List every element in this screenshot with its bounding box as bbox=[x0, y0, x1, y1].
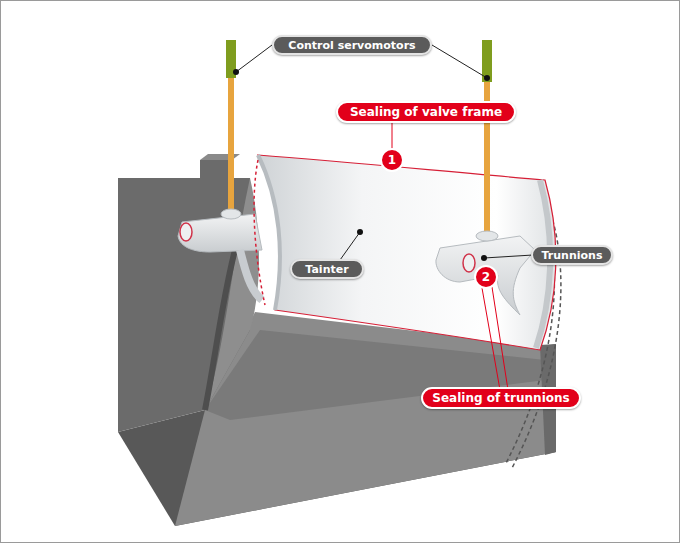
trunnions-label: Trunnions bbox=[531, 245, 613, 265]
sealing-frame-label: Sealing of valve frame bbox=[336, 101, 516, 123]
sealing-trunnions-label: Sealing of trunnions bbox=[421, 387, 581, 409]
tainter-label: Tainter bbox=[290, 259, 364, 279]
servomotor-label: Control servomotors bbox=[272, 35, 432, 55]
label-text: Tainter bbox=[305, 263, 348, 276]
label-text: Sealing of trunnions bbox=[432, 391, 569, 405]
label-text: Control servomotors bbox=[288, 39, 415, 52]
callout-number: 1 bbox=[381, 149, 403, 171]
label-text: Trunnions bbox=[542, 249, 603, 262]
callout-number: 2 bbox=[475, 266, 497, 288]
label-text: Sealing of valve frame bbox=[350, 105, 502, 119]
